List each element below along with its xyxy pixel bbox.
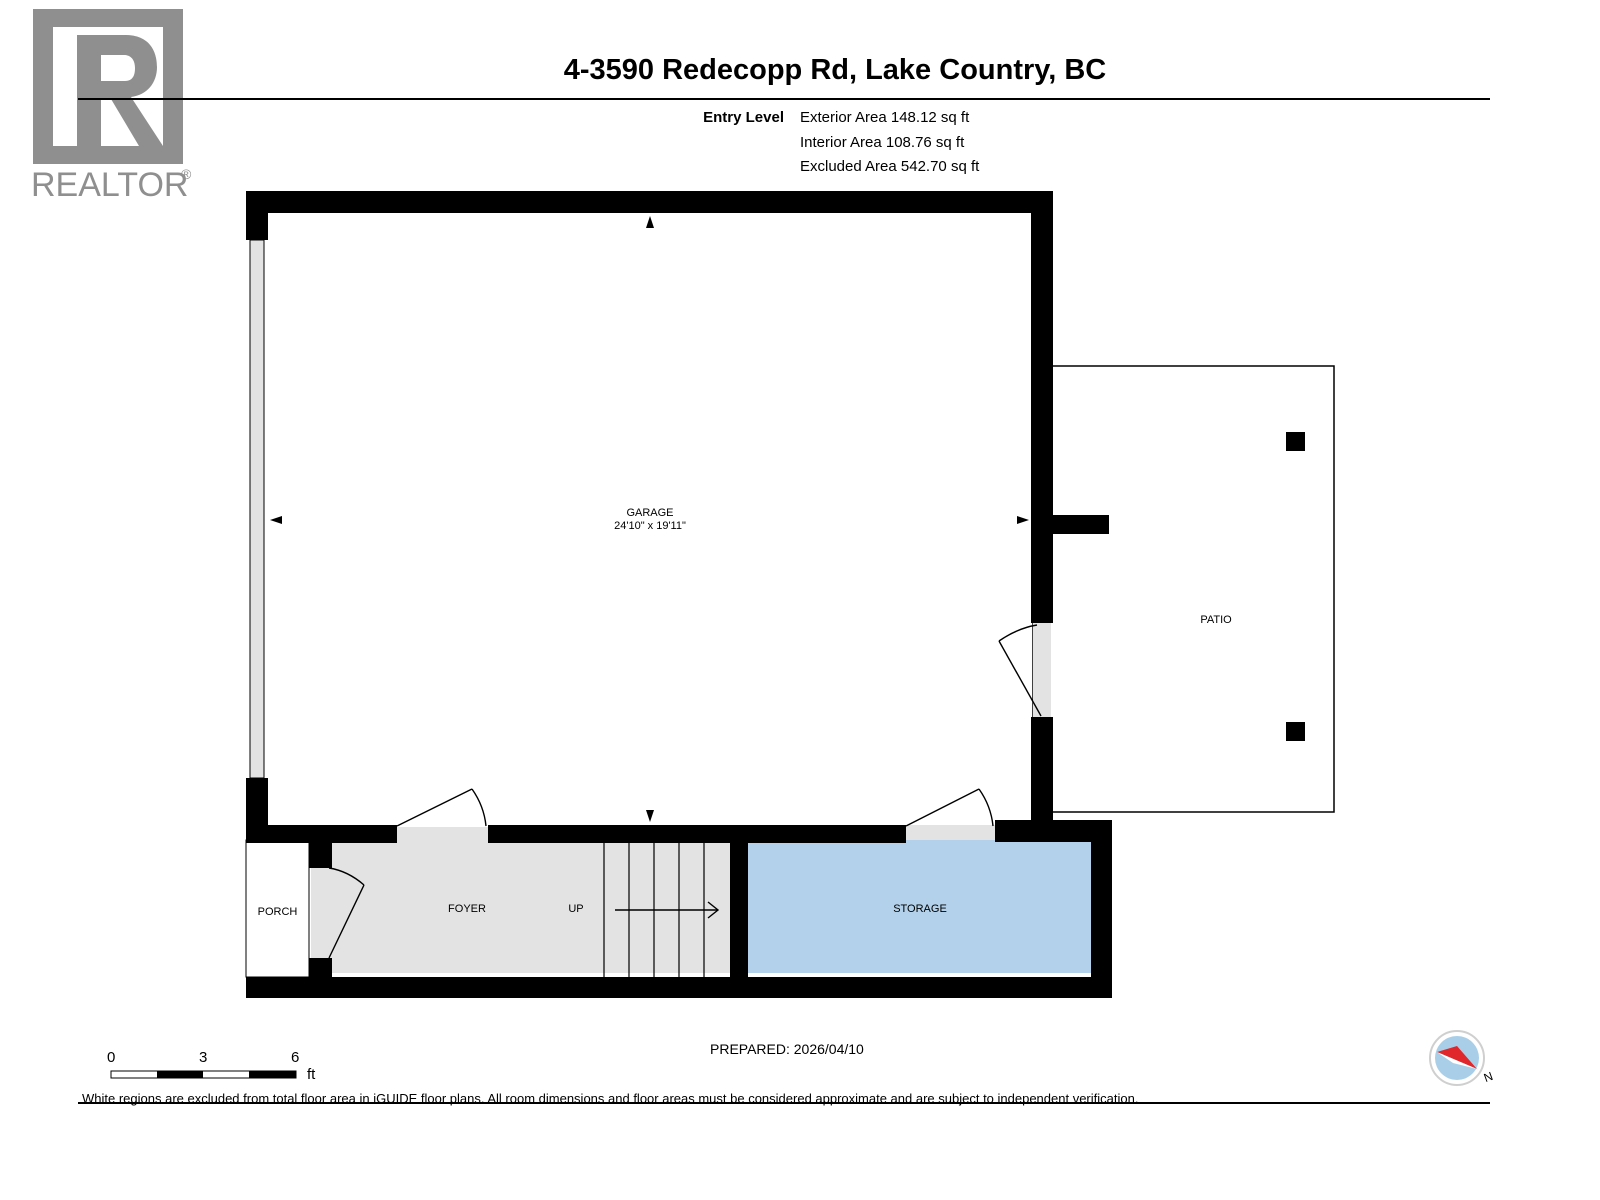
scale-tick-3: 3 (199, 1049, 208, 1066)
interior-area: Interior Area 108.76 sq ft (800, 134, 965, 151)
foyer-fill (323, 840, 596, 973)
footer-rule (78, 1102, 1490, 1104)
scale-tick-6: 6 (291, 1049, 300, 1066)
lower-wall-right (1091, 820, 1112, 998)
porch-fill (245, 839, 310, 978)
registered-mark: ® (181, 166, 192, 182)
garage-wall-left-top (246, 191, 268, 240)
stairs-fill (596, 840, 730, 973)
patio-stub-wall (1053, 515, 1109, 534)
footer-disclaimer: White regions are excluded from total fl… (82, 1091, 1139, 1106)
garage-wall-left-bottom (246, 778, 268, 840)
patio-outline (1032, 365, 1335, 813)
garage-door-opening (249, 239, 265, 779)
garage-label: GARAGE 24'10" x 19'11" (560, 507, 740, 533)
scale-unit: ft (307, 1066, 316, 1083)
porch-door-sill (311, 868, 329, 958)
patio-label: PATIO (1200, 614, 1232, 626)
level-label: Entry Level (703, 109, 784, 126)
lower-wall-bottom (246, 977, 1112, 998)
storage-label: STORAGE (893, 903, 947, 915)
foyer-door-sill (397, 827, 488, 841)
dimension-arrow-top (646, 216, 654, 228)
storage-door-swing (905, 788, 994, 827)
garage-wall-bottom-b (488, 825, 906, 843)
patio-post-bottom (1286, 722, 1305, 741)
stairs-up-label: UP (568, 903, 584, 915)
realtor-logo-icon (33, 9, 183, 164)
excluded-area: Excluded Area 542.70 sq ft (800, 158, 980, 175)
porch-door-swing (328, 867, 365, 959)
garage-wall-right-upper (1031, 191, 1053, 623)
garage-wall-bottom-c (995, 820, 1112, 842)
page-title: 4-3590 Redecopp Rd, Lake Country, BC (563, 54, 1107, 86)
scale-bar (110, 1070, 297, 1079)
storage-fill (748, 840, 1091, 973)
porch-label: PORCH (257, 906, 298, 918)
stair-direction-arrow (615, 901, 720, 919)
prepared-date: PREPARED: 2026/04/10 (710, 1041, 864, 1057)
garage-name: GARAGE (626, 507, 674, 519)
lower-wall-left-bottom (309, 958, 332, 980)
garage-wall-top (246, 191, 1053, 213)
patio-door-swing (998, 624, 1042, 717)
realtor-wordmark: REALTOR (31, 166, 189, 204)
stairs-storage-wall (730, 843, 748, 977)
garage-dimensions: 24'10" x 19'11" (614, 520, 686, 532)
patio-post-top (1286, 432, 1305, 451)
dimension-arrow-right (1017, 516, 1029, 524)
foyer-door-swing (396, 788, 487, 827)
header-rule (78, 98, 1490, 100)
storage-door-sill (906, 825, 995, 840)
compass-icon (1429, 1030, 1485, 1086)
foyer-label: FOYER (448, 903, 486, 915)
scale-tick-0: 0 (107, 1049, 116, 1066)
patio-door-sill (1033, 623, 1051, 717)
garage-wall-bottom-a (246, 825, 397, 843)
exterior-area: Exterior Area 148.12 sq ft (800, 109, 970, 126)
dimension-arrow-left (270, 516, 282, 524)
dimension-arrow-bottom (646, 810, 654, 822)
garage-wall-right-lower (1031, 717, 1053, 823)
lower-wall-left-top (309, 843, 332, 868)
